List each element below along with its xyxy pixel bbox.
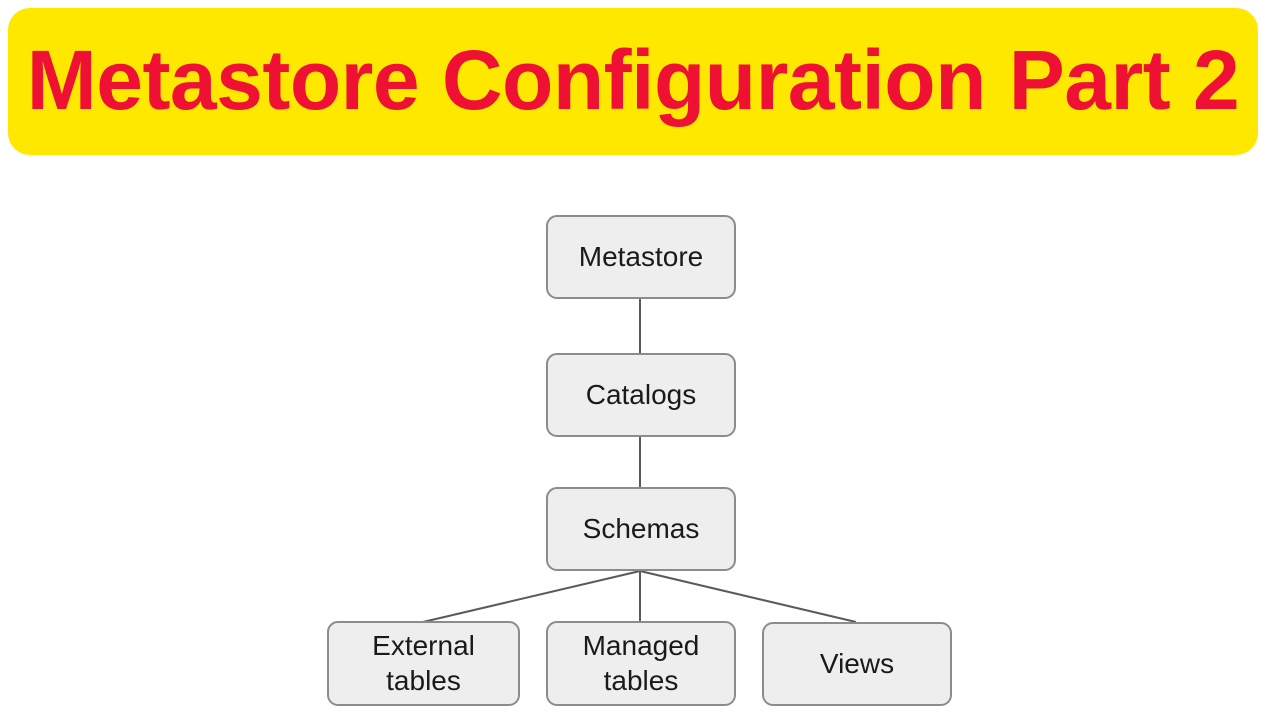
node-schemas[interactable]: Schemas [546, 487, 736, 571]
page-title: Metastore Configuration Part 2 [26, 32, 1240, 127]
node-external-tables-label: External tables [372, 630, 475, 696]
node-views-label: Views [819, 647, 895, 679]
node-managed-tables[interactable]: Managed tables [546, 621, 736, 706]
node-schemas-label: Schemas [582, 512, 700, 544]
node-external-tables[interactable]: External tables [327, 621, 520, 706]
edge-schemas-external-tables [422, 570, 641, 623]
node-views[interactable]: Views [762, 622, 952, 706]
node-catalogs-label: Catalogs [585, 378, 697, 410]
node-metastore[interactable]: Metastore [546, 215, 736, 299]
title-banner: Metastore Configuration Part 2 [8, 8, 1258, 155]
node-metastore-label: Metastore [578, 240, 704, 272]
edge-schemas-views [639, 570, 857, 623]
node-managed-tables-label: Managed tables [582, 630, 700, 696]
node-catalogs[interactable]: Catalogs [546, 353, 736, 437]
